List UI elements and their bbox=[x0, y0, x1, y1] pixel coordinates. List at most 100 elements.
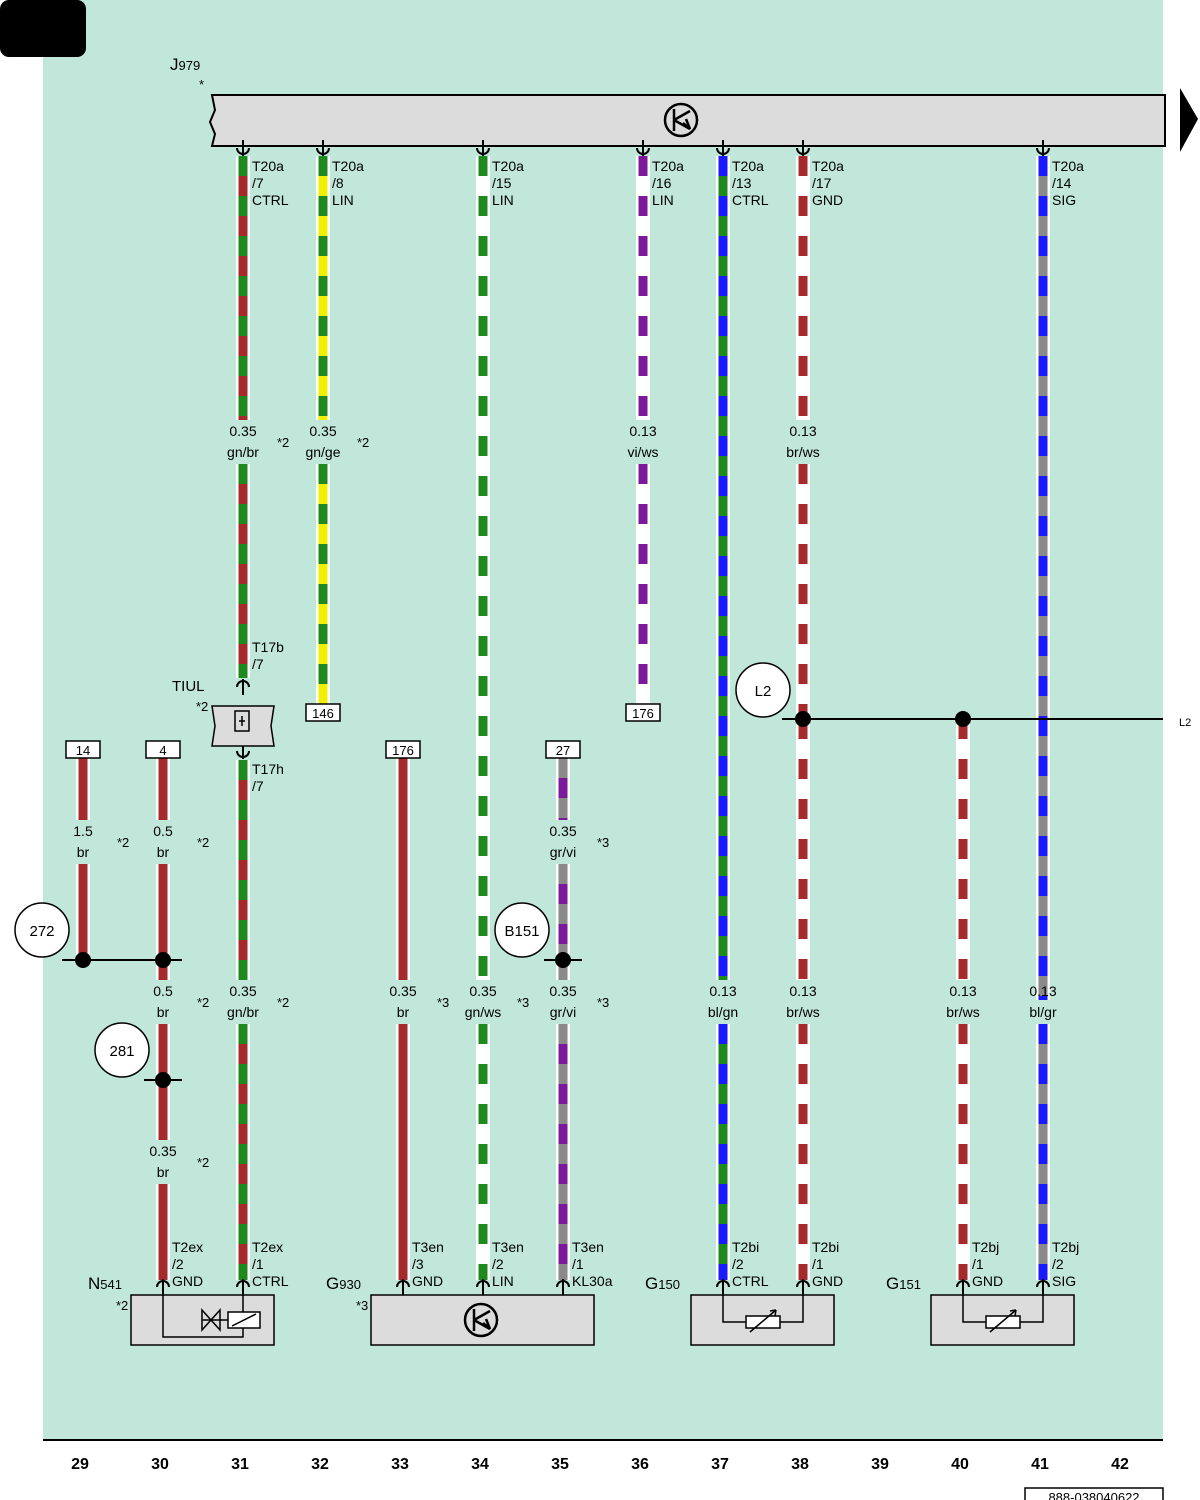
pin-label: LIN bbox=[492, 1273, 514, 1289]
pin-label: /2 bbox=[1052, 1256, 1064, 1272]
wire-size-label: 0.13 bbox=[949, 983, 976, 999]
diagram-reference-box: 888-038040622 bbox=[1024, 1487, 1164, 1500]
reference-box-176[interactable]: 176 bbox=[385, 740, 421, 759]
pin-label: T2bj bbox=[1052, 1239, 1079, 1255]
column-number: 36 bbox=[631, 1456, 649, 1473]
reference-circle-281[interactable]: 281 bbox=[94, 1022, 150, 1078]
wire-size-label: 0.35 bbox=[549, 983, 576, 999]
column-number: 40 bbox=[951, 1456, 969, 1473]
pin-label: /2 bbox=[172, 1256, 184, 1272]
wires-layer bbox=[76, 156, 1050, 1280]
component-label-g151: G151 bbox=[886, 1274, 921, 1293]
reference-circle-b151[interactable]: B151 bbox=[494, 902, 550, 958]
control-unit-icon bbox=[663, 102, 699, 138]
splice-node bbox=[555, 952, 571, 968]
reference-box-14[interactable]: 14 bbox=[65, 740, 101, 759]
pin-label: T17b bbox=[252, 639, 284, 655]
wire-size-label: 0.13 bbox=[1029, 983, 1056, 999]
pin-label: CTRL bbox=[252, 1273, 289, 1289]
svg-text:4: 4 bbox=[159, 743, 166, 758]
reference-box-176[interactable]: 176 bbox=[625, 703, 661, 722]
wire-size-label: 0.35 bbox=[149, 1143, 176, 1159]
pin-label: SIG bbox=[1052, 192, 1076, 208]
next-page-arrow-icon[interactable] bbox=[1180, 88, 1198, 152]
pin-label: GND bbox=[412, 1273, 443, 1289]
reference-box-4[interactable]: 4 bbox=[145, 740, 181, 759]
splice-nodes bbox=[75, 711, 971, 1088]
wire-size-label: 0.35 bbox=[549, 823, 576, 839]
pin-label: /16 bbox=[652, 175, 672, 191]
pin-label: LIN bbox=[492, 192, 514, 208]
reference-circle-272[interactable]: 272 bbox=[14, 902, 70, 958]
wire-color-label: vi/ws bbox=[627, 444, 658, 460]
pin-label: LIN bbox=[332, 192, 354, 208]
pin-label: T17h bbox=[252, 761, 284, 777]
wire-size-label: 0.5 bbox=[153, 983, 173, 999]
pin-label: /14 bbox=[1052, 175, 1072, 191]
pin-label: /13 bbox=[732, 175, 752, 191]
svg-text:B151: B151 bbox=[504, 923, 539, 940]
pin-label: /1 bbox=[252, 1256, 264, 1272]
column-number: 35 bbox=[551, 1456, 569, 1473]
pin-label: T20a bbox=[812, 158, 844, 174]
component-label-n541: N541 bbox=[88, 1274, 122, 1293]
pin-label: T3en bbox=[572, 1239, 604, 1255]
wire-size-label: 0.13 bbox=[789, 983, 816, 999]
wire-color-label: br bbox=[397, 1004, 410, 1020]
wire-note: *3 bbox=[597, 835, 609, 850]
wire-note: *2 bbox=[117, 835, 129, 850]
component-label-g150: G150 bbox=[645, 1274, 680, 1293]
pin-label: T20a bbox=[332, 158, 364, 174]
variable-resistor-icon bbox=[722, 1295, 804, 1333]
svg-text:888-038040622: 888-038040622 bbox=[1048, 1490, 1139, 1500]
wire-note: *2 bbox=[277, 995, 289, 1010]
pin-label: T3en bbox=[492, 1239, 524, 1255]
pin-label: /3 bbox=[412, 1256, 424, 1272]
pin-label: GND bbox=[812, 1273, 843, 1289]
pin-label: /17 bbox=[812, 175, 832, 191]
pin-label: /7 bbox=[252, 656, 264, 672]
reference-box-27[interactable]: 27 bbox=[545, 740, 581, 759]
pin-label: /7 bbox=[252, 175, 264, 191]
pin-label: /2 bbox=[732, 1256, 744, 1272]
svg-text:272: 272 bbox=[29, 923, 54, 940]
pin-label: /1 bbox=[572, 1256, 584, 1272]
wire-size-label: 0.35 bbox=[309, 423, 336, 439]
wire-note: *2 bbox=[277, 435, 289, 450]
solenoid-valve-icon bbox=[162, 1295, 261, 1338]
connector-coupling-tiul bbox=[211, 705, 275, 747]
column-number: 32 bbox=[311, 1456, 329, 1473]
wire-color-label: bl/gr bbox=[1029, 1004, 1057, 1020]
wire-size-label: 0.35 bbox=[389, 983, 416, 999]
pin-label: /15 bbox=[492, 175, 512, 191]
reference-circle-l2[interactable]: L2 bbox=[735, 662, 791, 718]
wire-color-label: gn/br bbox=[227, 1004, 259, 1020]
wire-color-label: bl/gn bbox=[708, 1004, 738, 1020]
wire-size-label: 0.35 bbox=[469, 983, 496, 999]
pin-label: T2ex bbox=[252, 1239, 283, 1255]
reference-box-146[interactable]: 146 bbox=[305, 703, 341, 722]
svg-text:176: 176 bbox=[632, 706, 654, 721]
component-label-j979: J979 bbox=[170, 55, 200, 74]
pin-label: T20a bbox=[252, 158, 284, 174]
pin-label: SIG bbox=[1052, 1273, 1076, 1289]
wire-size-label: 0.13 bbox=[709, 983, 736, 999]
wire-note: *2 bbox=[357, 435, 369, 450]
connector-pins-layer: T20a/7CTRLT20a/8LINT20a/15LINT20a/16LINT… bbox=[156, 140, 1084, 1295]
splice-node bbox=[75, 952, 91, 968]
pin-label: /8 bbox=[332, 175, 344, 191]
pin-label: T20a bbox=[732, 158, 764, 174]
column-number: 37 bbox=[711, 1456, 729, 1473]
variable-resistor-icon bbox=[962, 1295, 1044, 1333]
